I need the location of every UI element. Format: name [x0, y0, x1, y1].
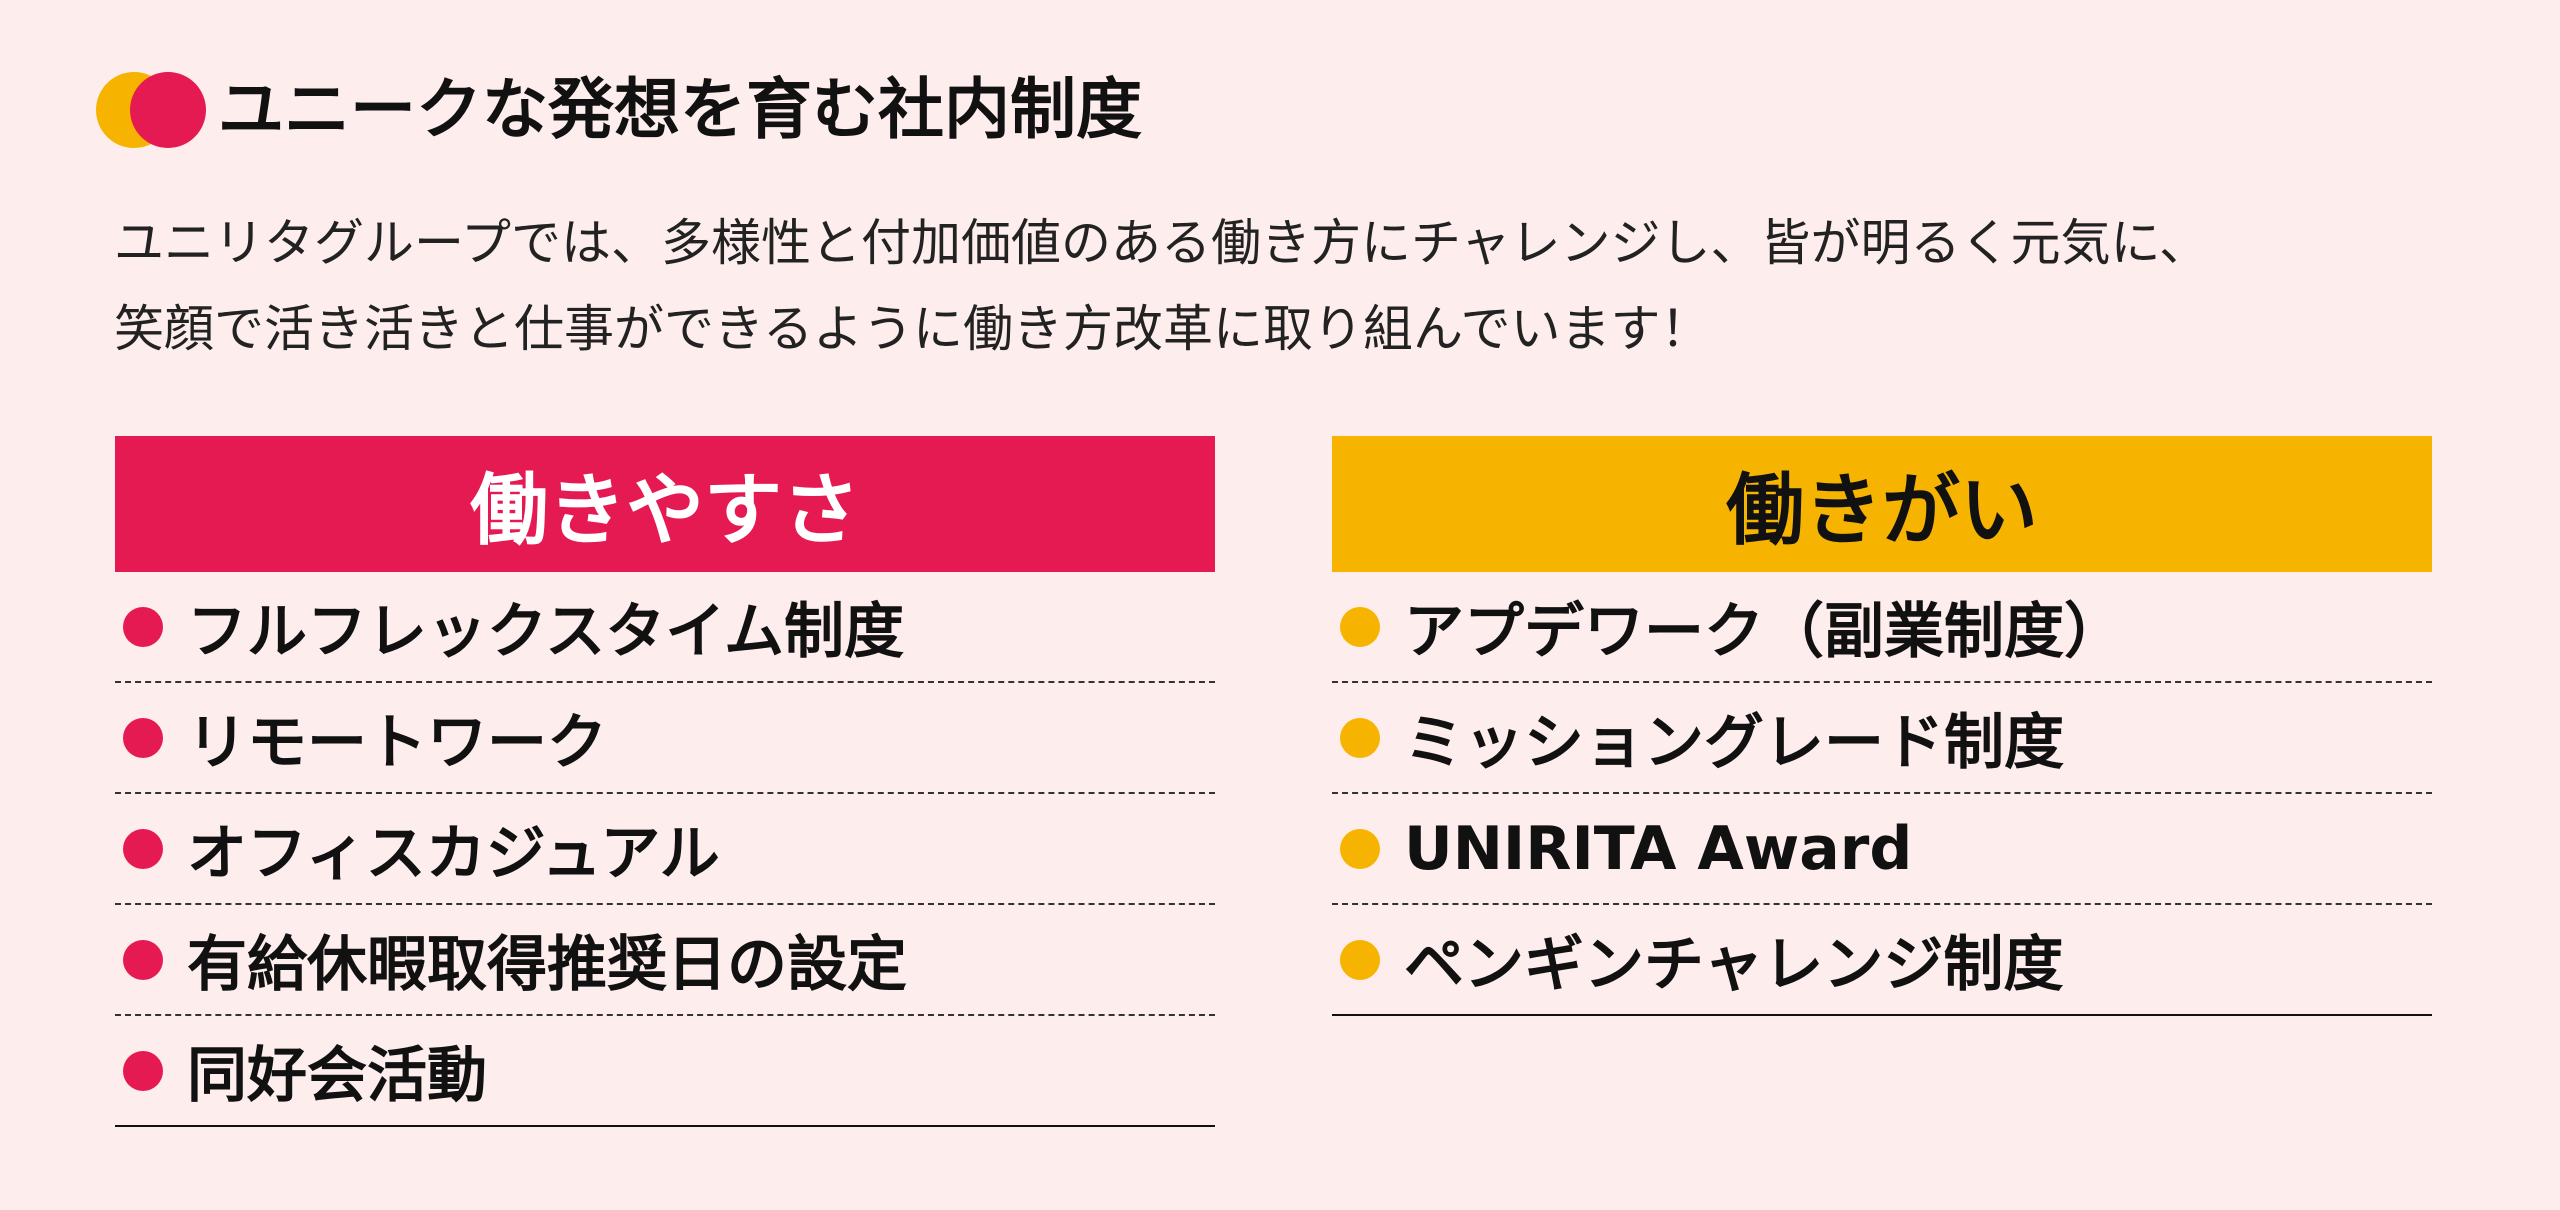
list-item: アプデワーク（副業制度）	[1332, 572, 2432, 683]
work-fulfillment-column: 働きがい アプデワーク（副業制度） ミッショングレード制度 UNIRITA Aw…	[1332, 436, 2432, 1016]
yellow-bullet-icon	[1340, 717, 1380, 758]
heading-dots-icon	[96, 68, 208, 152]
intro-line-1: ユニリタグループでは、多様性と付加価値のある働き方にチャレンジし、皆が明るく元気…	[114, 214, 2209, 272]
list-item-label: 同好会活動	[187, 1041, 487, 1111]
red-bullet-icon	[123, 1050, 163, 1091]
list-item-label: ペンギンチャレンジ制度	[1404, 930, 2064, 1000]
list-item-label: オフィスカジュアル	[187, 819, 720, 889]
intro-paragraph: ユニリタグループでは、多様性と付加価値のある働き方にチャレンジし、皆が明るく元気…	[114, 200, 2454, 372]
work-comfort-header: 働きやすさ	[115, 436, 1215, 572]
list-item: ミッショングレード制度	[1332, 683, 2432, 794]
list-item: 同好会活動	[115, 1016, 1215, 1127]
red-bullet-icon	[123, 828, 163, 869]
yellow-bullet-icon	[1340, 606, 1380, 647]
yellow-bullet-icon	[1340, 828, 1380, 869]
list-item: フルフレックスタイム制度	[115, 572, 1215, 683]
list-item: UNIRITA Award	[1332, 794, 2432, 905]
list-item-label: ミッショングレード制度	[1404, 708, 2064, 778]
list-item-label: リモートワーク	[187, 708, 607, 778]
page-title: ユニークな発想を育む社内制度	[218, 71, 1142, 148]
list-item-label: UNIRITA Award	[1404, 813, 1913, 884]
red-bullet-icon	[123, 939, 163, 980]
red-bullet-icon	[123, 606, 163, 647]
section-heading: ユニークな発想を育む社内制度	[96, 68, 1142, 152]
list-item-label: フルフレックスタイム制度	[187, 597, 904, 667]
red-bullet-icon	[123, 717, 163, 758]
list-item-label: アプデワーク（副業制度）	[1404, 597, 2124, 667]
intro-line-2: 笑顔で活き活きと仕事ができるように働き方改革に取り組んでいます！	[114, 300, 1711, 358]
work-comfort-column: 働きやすさ フルフレックスタイム制度 リモートワーク オフィスカジュアル 有給休…	[115, 436, 1215, 1127]
list-item: ペンギンチャレンジ制度	[1332, 905, 2432, 1016]
yellow-bullet-icon	[1340, 939, 1380, 980]
list-item-label: 有給休暇取得推奨日の設定	[187, 930, 907, 1000]
list-item: リモートワーク	[115, 683, 1215, 794]
work-fulfillment-header: 働きがい	[1332, 436, 2432, 572]
list-item: オフィスカジュアル	[115, 794, 1215, 905]
red-circle-icon	[130, 72, 206, 148]
page-corner-fold	[2450, 0, 2560, 110]
list-item: 有給休暇取得推奨日の設定	[115, 905, 1215, 1016]
